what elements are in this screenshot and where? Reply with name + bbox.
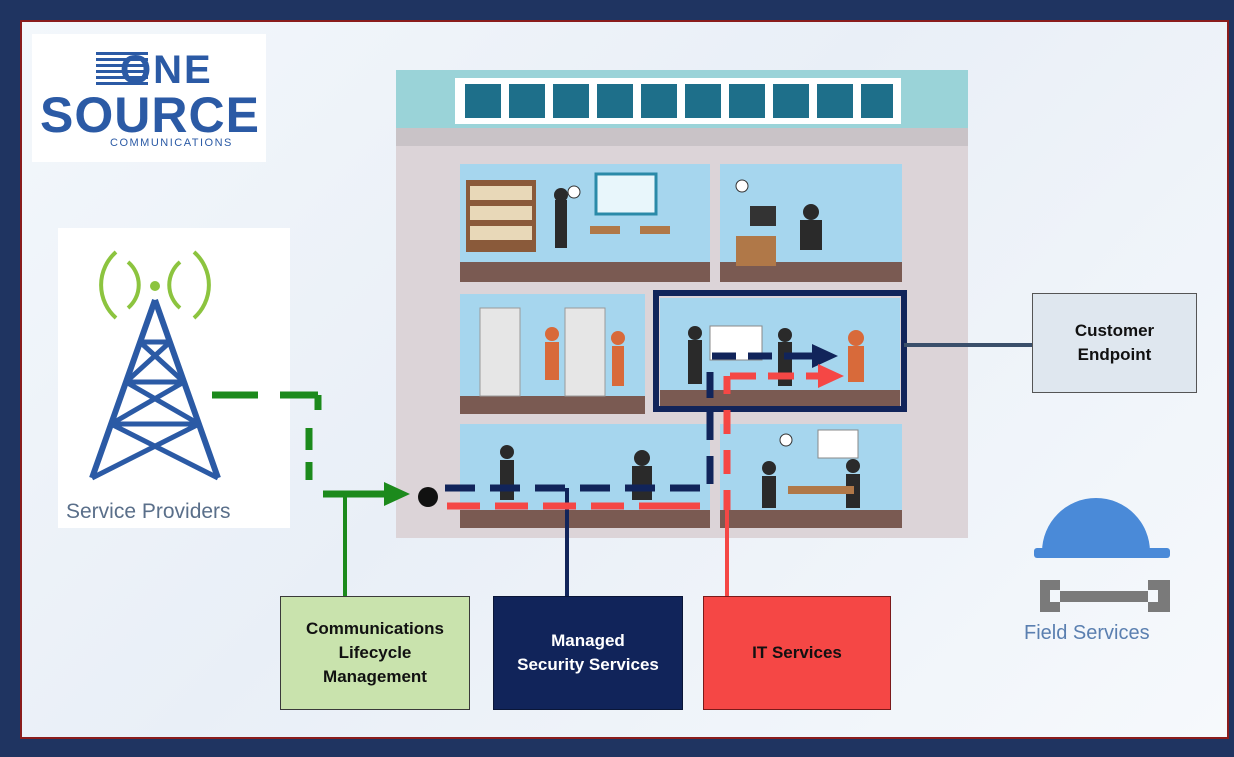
- company-logo: [32, 34, 266, 162]
- antenna-tower-icon: [89, 250, 221, 481]
- its-label: IT Services: [752, 643, 842, 662]
- its-box: IT Services: [703, 596, 891, 710]
- clm-arrowhead: [384, 482, 410, 506]
- mss-box: Managed Security Services: [493, 596, 683, 710]
- handoff-point: [418, 487, 438, 507]
- logo-stripes: [96, 52, 148, 86]
- logo-word-one: ONE: [120, 48, 213, 92]
- wrench-icon: [1040, 580, 1170, 612]
- clm-box: Communications Lifecycle Management: [280, 596, 470, 710]
- customer-endpoint-label: Customer Endpoint: [1074, 321, 1155, 364]
- mss-label: Managed Security Services: [517, 631, 659, 674]
- customer-endpoint-box: Customer Endpoint: [1032, 293, 1197, 393]
- its-path: [447, 372, 818, 596]
- mss-arrowhead: [812, 344, 838, 368]
- its-arrowhead: [818, 364, 844, 388]
- logo-word-communications: COMMUNICATIONS: [110, 137, 233, 149]
- building-illustration: [396, 70, 968, 538]
- service-providers-label: Service Providers: [66, 500, 231, 523]
- hard-hat-icon: [1034, 498, 1170, 558]
- customer-endpoint-highlight: [653, 290, 907, 412]
- clm-label: Communications Lifecycle Management: [306, 619, 444, 686]
- logo-word-source: SOURCE: [40, 87, 260, 143]
- clm-path: [212, 391, 384, 596]
- field-services-label: Field Services: [1024, 622, 1150, 644]
